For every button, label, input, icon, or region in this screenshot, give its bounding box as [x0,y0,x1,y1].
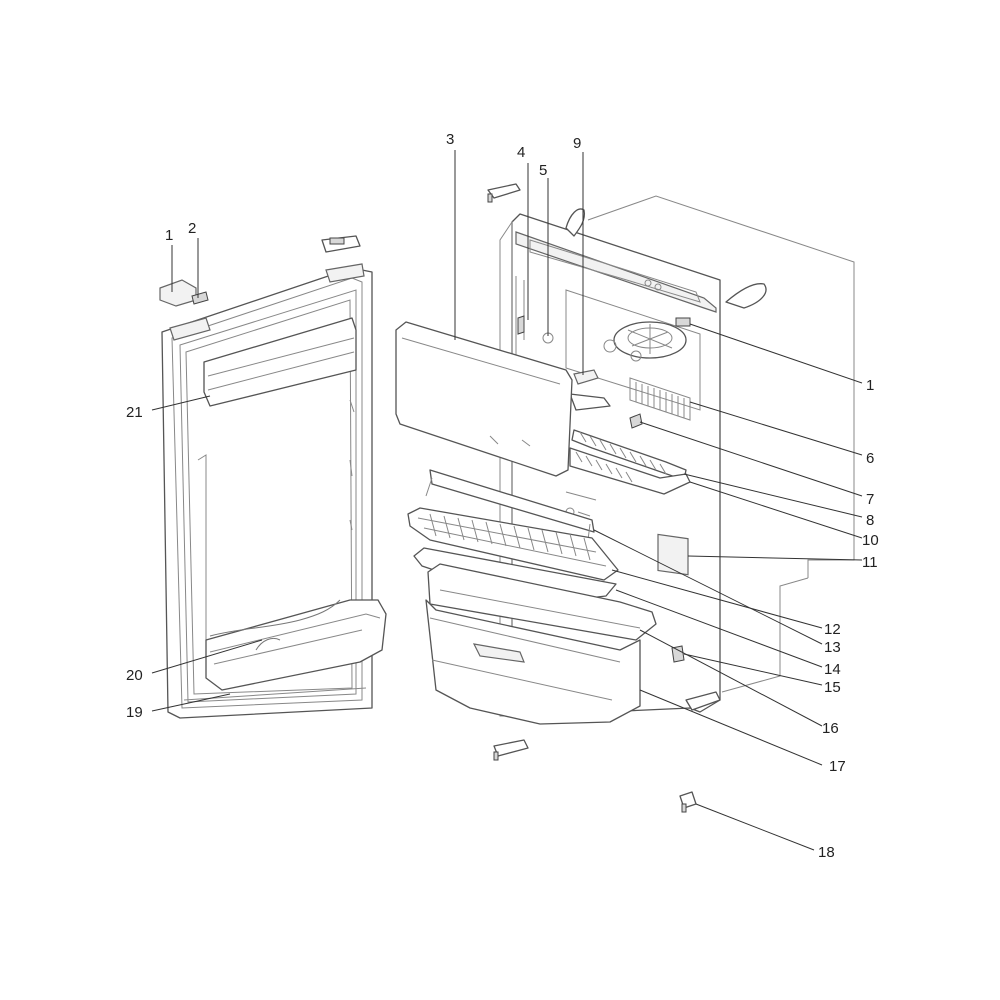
leader-lines [151,150,863,851]
callout-shelf-support: 13 [824,639,841,656]
callout-door-frame: 19 [126,704,143,721]
rating-label [657,533,689,576]
crisper-box [425,599,641,725]
callout-handle-bracket: 9 [573,135,581,152]
callout-door-shelf: 21 [126,404,143,421]
cabinet-light [675,317,691,327]
callout-freezer-shelf: 8 [866,512,874,529]
callout-rating-label: 11 [862,554,878,571]
callout-grid-shelf: 12 [824,621,841,638]
callout-lamp-socket: 5 [539,162,547,179]
callout-freezer-door: 3 [446,131,454,148]
door-shelf [203,317,357,407]
crisper-cover [427,563,657,641]
callout-glass-shelf: 14 [824,661,841,678]
callout-drip-tray: 10 [862,532,879,549]
door-switch [191,291,209,305]
callout-cable-clip: 4 [517,144,525,161]
callout-thermostat: 7 [866,491,874,508]
callout-crisper-cover: 16 [822,720,839,737]
callout-crisper-box: 17 [829,758,846,775]
handle-bracket [573,369,599,385]
grid-shelf [407,507,619,581]
evaporator [629,377,691,421]
thermostat [629,413,643,429]
door-light-housing [159,279,197,307]
freezer-door [395,321,573,477]
cable-clip [517,315,525,335]
freezer-shelf [571,429,687,481]
callout-drain-plug: 15 [824,679,841,696]
callout-numbers: 1 2 21 20 19 3 4 5 9 1 6 7 8 10 11 12 13… [126,131,879,861]
callout-evaporator: 6 [866,450,874,467]
callout-cabinet-light: 1 [866,377,874,394]
callout-door-light-housing: 1 [165,227,173,244]
callout-door-bin: 20 [126,667,143,684]
door-assembly [159,235,387,719]
drain-plug [671,645,685,663]
callout-hinge-pin: 18 [818,844,835,861]
callout-door-switch: 2 [188,220,196,237]
